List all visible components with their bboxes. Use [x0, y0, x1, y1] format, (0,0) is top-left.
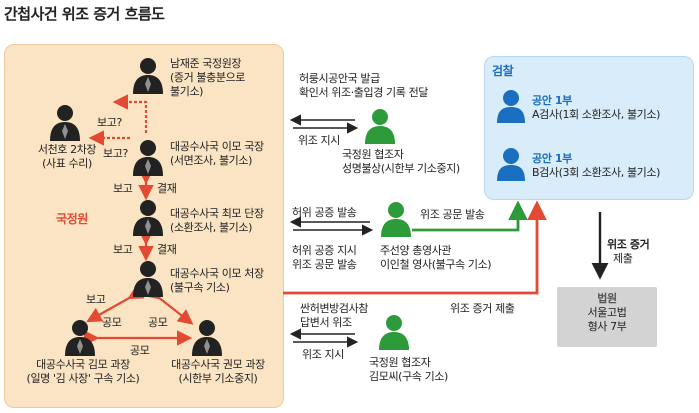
person-silhouette-icon — [65, 320, 95, 356]
person-silhouette-icon — [133, 200, 163, 236]
approve-label-2: 결재 — [157, 243, 177, 256]
bureau-chief-label: 대공수사국 이모 국장(서면조사, 불기소) — [170, 140, 264, 167]
section-chief-label: 대공수사국 이모 처장(불구속 기소) — [170, 267, 264, 294]
nis-group-label: 국정원 — [56, 212, 88, 226]
court-group-box — [557, 287, 657, 347]
approve-label-1: 결재 — [157, 182, 177, 195]
instruct-label-3: 위조 지시 — [302, 348, 344, 361]
report-label-2: 보고 — [113, 243, 133, 256]
prosecution-group-label: 검찰 — [492, 64, 514, 78]
collaborator-person-icon — [365, 109, 395, 144]
report-q-label-left: 보고? — [103, 147, 128, 160]
diagram-title: 간첩사건 위조 증거 흐름도 — [4, 5, 165, 23]
person-silhouette-icon — [192, 320, 222, 356]
fake-doc-send-arrow — [412, 200, 528, 232]
fake-evidence-submit-line — [283, 200, 547, 295]
conspire-label-right: 공모 — [148, 316, 168, 329]
submit-fake-label: 위조 증거 제출 — [450, 302, 515, 315]
conspire-label-bottom: 공모 — [130, 344, 150, 357]
deputy2-label: 서천호 2차장(사표 수리) — [37, 143, 97, 170]
person-silhouette-icon — [133, 140, 163, 176]
conspire-arrow-right — [144, 284, 194, 325]
fake-doc-send-label: 위조 공문 발송 — [420, 208, 485, 221]
person-silhouette-icon — [133, 261, 163, 297]
collaborator-person-icon — [381, 202, 411, 237]
person-silhouette-icon — [50, 105, 80, 141]
team-leader-label: 대공수사국 최모 단장(소환조사, 불기소) — [170, 207, 264, 234]
instruct-label-1: 위조 지시 — [298, 134, 340, 147]
prosecutor-person-icon — [497, 148, 525, 181]
kwon-manager-label: 대공수사국 권모 과장(시한부 기소중지) — [171, 358, 265, 385]
false-notary-label: 허위 공증 발송 — [292, 206, 357, 219]
collaborator-person-icon — [379, 315, 409, 350]
report-label-1: 보고 — [113, 182, 133, 195]
report-label-3: 보고 — [86, 293, 106, 306]
kim-manager-label: 대공수사국 김모 과장(일명 '김 사장' 구속 기소) — [26, 358, 140, 385]
conspire-arrow-left — [86, 284, 145, 323]
report-q-arrow-top — [112, 94, 148, 133]
prosecutor-person-icon — [497, 90, 525, 123]
person-silhouette-icon — [133, 58, 163, 94]
conspire-label-left: 공모 — [102, 316, 122, 329]
report-q-label-top: 보고? — [97, 116, 122, 129]
